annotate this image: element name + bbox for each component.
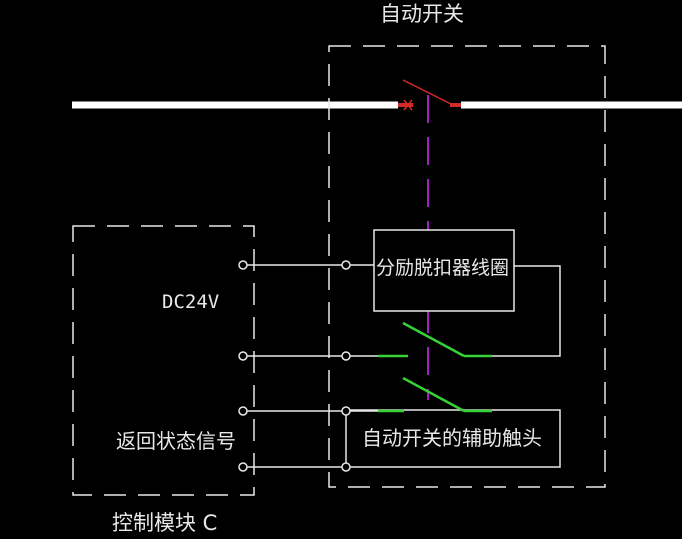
- aux-contact-1: [378, 321, 492, 358]
- power-label: DC24V: [162, 291, 220, 313]
- control-module-enclosure: [72, 225, 255, 496]
- terminal-switch-3: [341, 406, 351, 416]
- wires: [247, 264, 561, 468]
- terminal-module-2: [238, 351, 248, 361]
- terminal-module-3: [238, 406, 248, 416]
- trip-coil-label: 分励脱扣器线圈: [376, 257, 510, 279]
- terminal-switch-4: [341, 462, 351, 472]
- auto-switch-enclosure: [328, 45, 606, 488]
- aux-contact-label: 自动开关的辅助触头: [362, 426, 542, 450]
- terminal-module-1: [238, 260, 248, 270]
- auto-switch-title: 自动开关: [380, 2, 464, 26]
- control-module-label: 控制模块 C: [112, 511, 218, 535]
- status-signal-label: 返回状态信号: [116, 429, 236, 453]
- terminal-switch-2: [341, 351, 351, 361]
- terminal-switch-1: [341, 260, 351, 270]
- trip-coil-box: [373, 229, 515, 312]
- main-contact: [398, 79, 461, 111]
- terminals: [238, 260, 351, 472]
- terminal-module-4: [238, 462, 248, 472]
- aux-contact-2: [378, 376, 492, 413]
- aux-contact-box: [345, 409, 561, 468]
